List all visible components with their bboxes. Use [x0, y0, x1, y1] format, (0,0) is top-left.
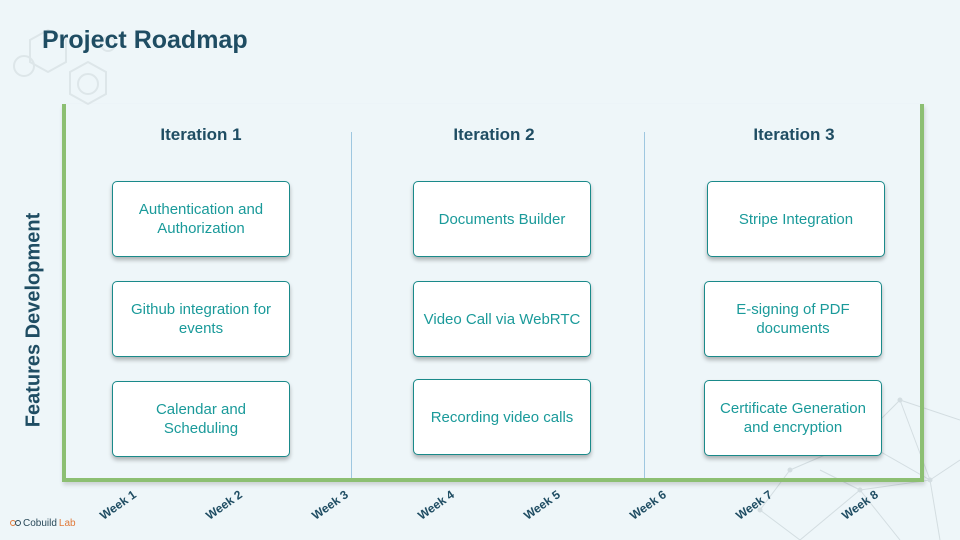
iteration-2-heading: Iteration 2 — [453, 125, 535, 144]
week-label-6: Week 6 — [627, 487, 669, 523]
y-axis-label: Features Development — [22, 212, 45, 428]
iteration-3-heading: Iteration 3 — [753, 125, 835, 144]
week-label-3: Week 3 — [309, 487, 351, 523]
feature-card-label: Authentication and Authorization — [138, 201, 264, 237]
feature-card-video-call: Video Call via WebRTC — [413, 281, 591, 357]
week-label-5: Week 5 — [521, 487, 563, 523]
feature-card-stripe: Stripe Integration — [707, 181, 885, 257]
iteration-divider-1 — [351, 132, 352, 478]
feature-card-label: Recording video calls — [430, 408, 574, 426]
week-label-1: Week 1 — [97, 487, 139, 523]
feature-card-authentication: Authentication and Authorization — [112, 181, 290, 257]
feature-card-documents-builder: Documents Builder — [413, 181, 591, 257]
week-label-7: Week 7 — [733, 487, 775, 523]
week-label-4: Week 4 — [415, 487, 457, 523]
week-label-2: Week 2 — [203, 487, 245, 523]
iteration-divider-2 — [644, 132, 645, 478]
feature-card-label: E-signing of PDF documents — [736, 301, 850, 337]
feature-card-certificate: Certificate Generation and encryption — [704, 380, 882, 456]
feature-card-e-signing: E-signing of PDF documents — [704, 281, 882, 357]
feature-card-github-integration: Github integration for events — [112, 281, 290, 357]
roadmap-frame — [62, 104, 924, 482]
logo-suffix: Lab — [58, 518, 76, 529]
week-label-8: Week 8 — [839, 487, 881, 523]
feature-card-label: Certificate Generation and encryption — [720, 400, 866, 436]
feature-card-label: Calendar and Scheduling — [155, 401, 247, 437]
feature-card-label: Documents Builder — [438, 210, 566, 228]
feature-card-label: Video Call via WebRTC — [423, 310, 581, 328]
feature-card-label: Github integration for events — [130, 301, 272, 337]
iteration-1-heading: Iteration 1 — [160, 125, 242, 144]
slide-title: Project Roadmap — [42, 26, 248, 54]
feature-card-calendar: Calendar and Scheduling — [112, 381, 290, 457]
logo-name: Cobuild — [23, 518, 57, 529]
logo-mark-icon — [10, 519, 21, 528]
feature-card-label: Stripe Integration — [738, 210, 854, 228]
feature-card-recording: Recording video calls — [413, 379, 591, 455]
